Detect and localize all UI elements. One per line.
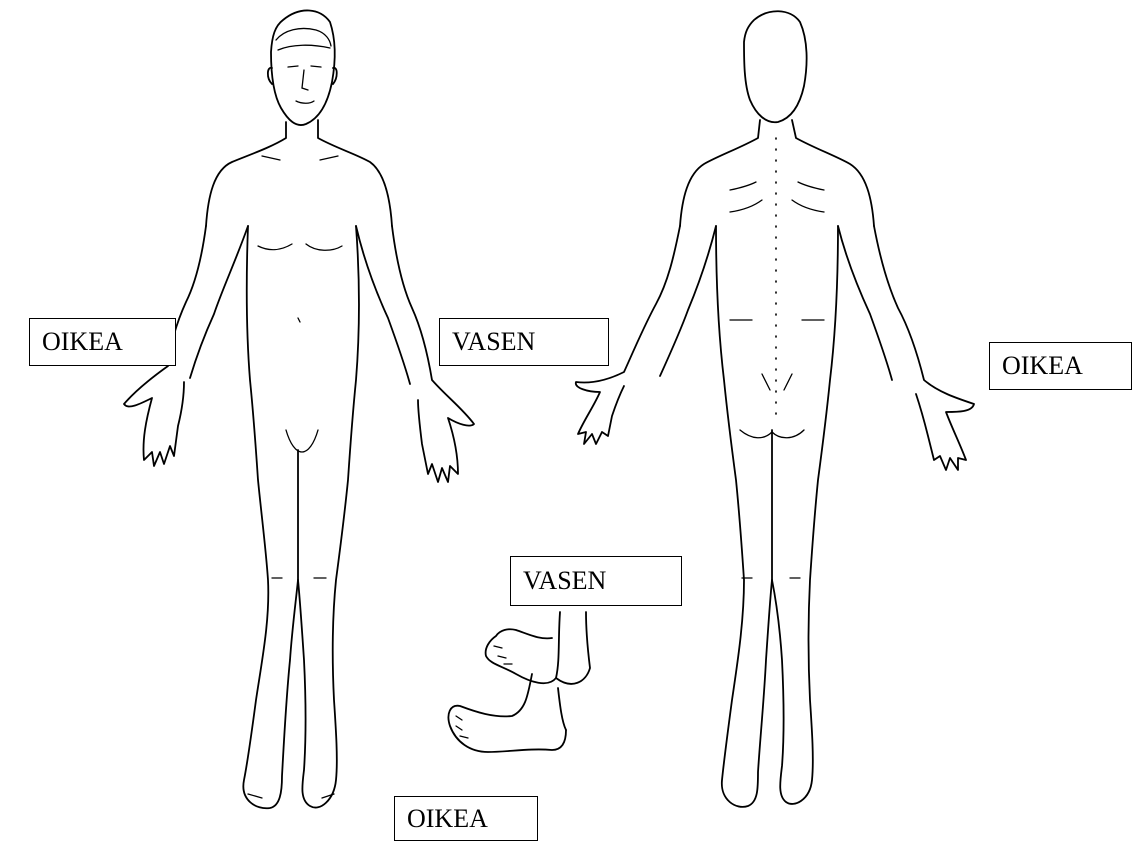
feet-right-label: OIKEA bbox=[394, 796, 538, 841]
feet-left-label: VASEN bbox=[510, 556, 682, 606]
back-right-label: OIKEA bbox=[989, 342, 1132, 390]
front-left-label: VASEN bbox=[439, 318, 609, 366]
front-right-label: OIKEA bbox=[29, 318, 176, 366]
